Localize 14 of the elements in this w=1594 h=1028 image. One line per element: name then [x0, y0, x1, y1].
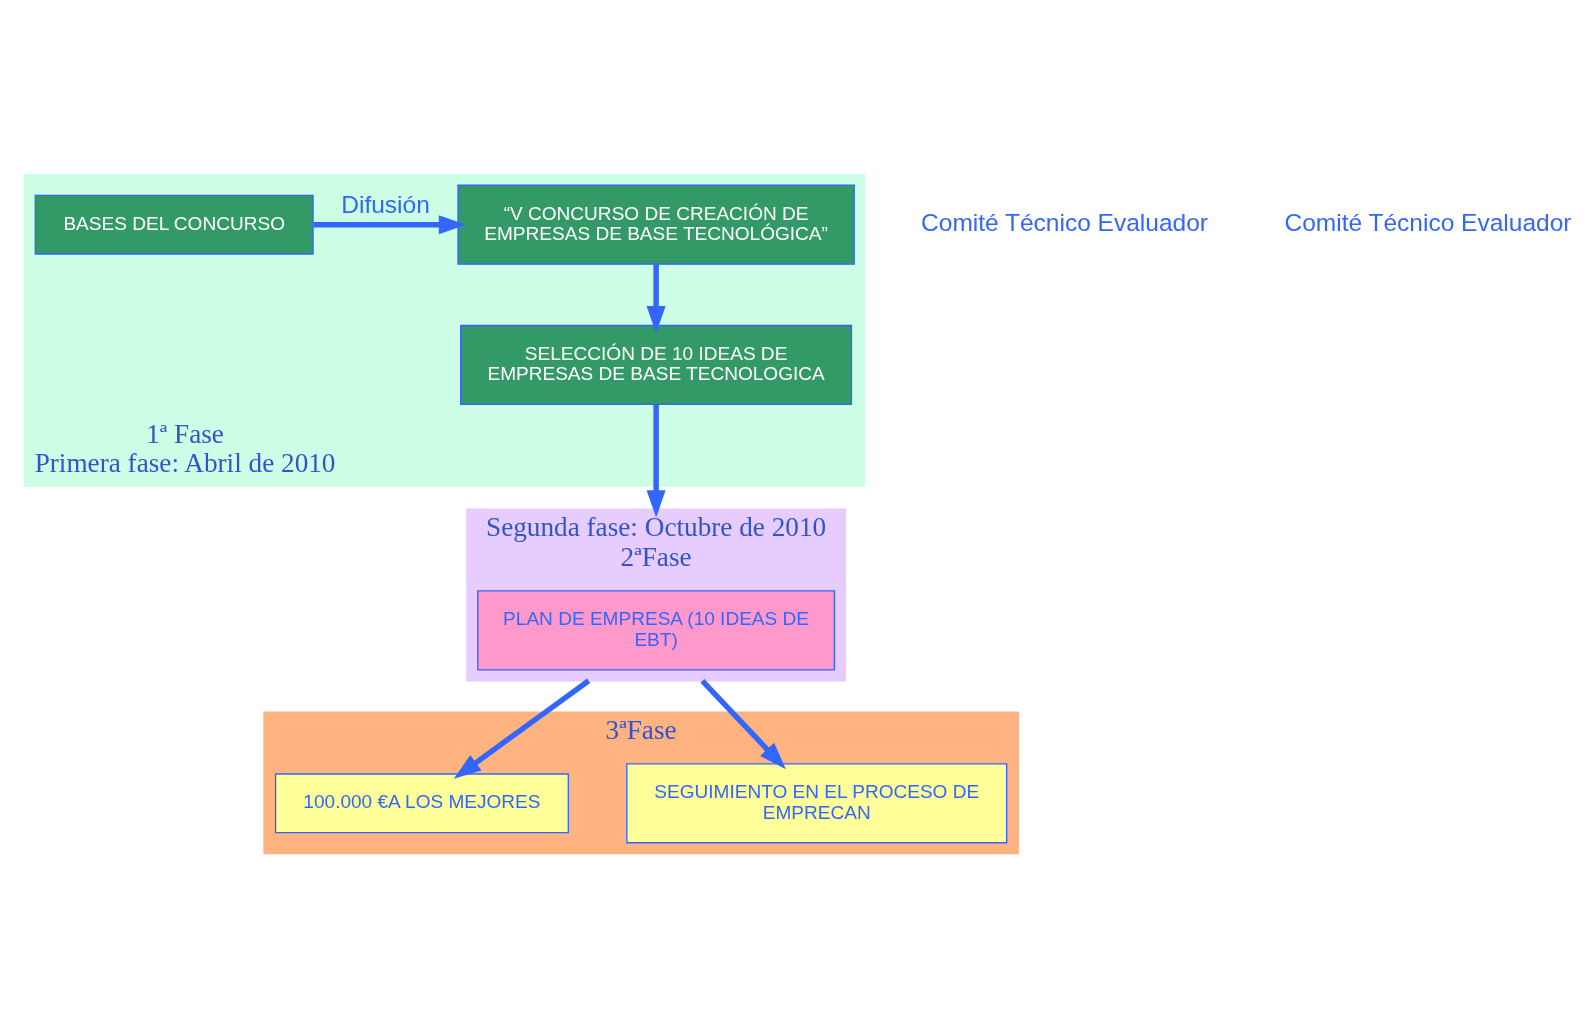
label: Comité Técnico Evaluador	[921, 208, 1208, 236]
arrow	[646, 264, 666, 334]
arrow	[313, 215, 467, 235]
node-box: SELECCIÓN DE 10 IDEAS DE EMPRESAS DE BASE TECNOLOGICA	[460, 324, 853, 406]
node-box: BASES DEL CONCURSO	[34, 194, 314, 255]
node-box: 100.000 €A LOS MEJORES	[274, 773, 569, 834]
label: Comité Técnico Evaluador	[1284, 208, 1572, 236]
edge-label: Difusión	[341, 191, 430, 218]
arrow	[700, 678, 786, 770]
node-box: PLAN DE EMPRESA (10 IDEAS DE EBT)	[477, 590, 836, 671]
node-box: “V CONCURSO DE CREACIÓN DE EMPRESAS DE BASE TECNOLÓGICA”	[457, 184, 855, 265]
arrow	[646, 404, 666, 518]
arrow	[453, 678, 591, 779]
node-box: SEGUIMIENTO EN EL PROCESO DE EMPRECAN	[626, 763, 1008, 844]
